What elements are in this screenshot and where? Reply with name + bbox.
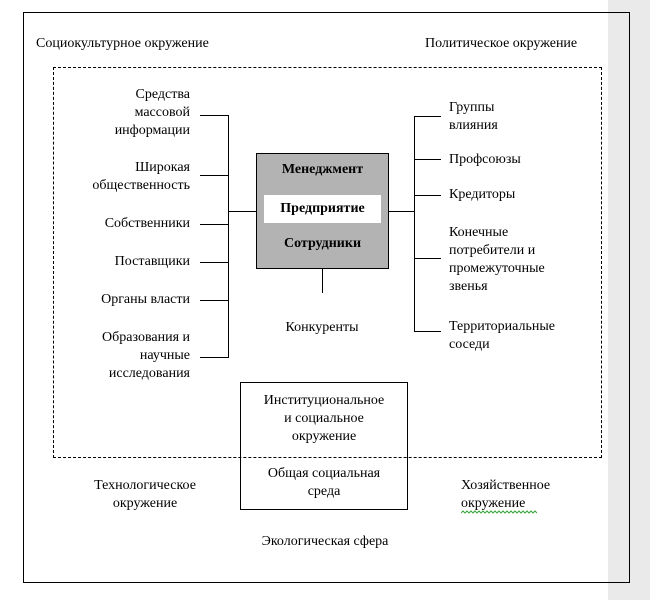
technological-label: Технологическое окружение — [94, 478, 196, 511]
left-item-owners: Собственники — [104, 216, 190, 231]
outer-frame — [23, 12, 630, 583]
employees-label: Сотрудники — [283, 236, 362, 251]
right-tick-1 — [414, 116, 441, 117]
economic-label: Хозяйственное окружение — [461, 478, 551, 511]
left-item-public: Широкая общественность — [92, 160, 190, 193]
right-tick-2 — [414, 159, 441, 160]
left-tick-4 — [200, 262, 229, 263]
left-item-media: Средства массовой информации — [114, 87, 190, 138]
left-tick-2 — [200, 175, 229, 176]
sociocultural-label: Социокультурное окружение — [36, 36, 209, 51]
social-environment-label: Общая социальная среда — [267, 466, 381, 499]
competitors-label: Конкуренты — [285, 320, 359, 335]
left-tick-3 — [200, 224, 229, 225]
competitors-connector — [322, 269, 323, 293]
spellcheck-squiggle — [461, 510, 537, 514]
left-item-authorities: Органы власти — [101, 292, 190, 307]
right-tick-3 — [414, 195, 441, 196]
institutional-label: Институциональное и социальное окружение — [263, 393, 385, 444]
left-tick-1 — [200, 115, 229, 116]
political-label: Политическое окружение — [425, 36, 578, 51]
left-connector — [228, 211, 256, 212]
right-item-neighbors: Территориальные соседи — [449, 319, 555, 352]
right-item-influence-groups: Группы влияния — [449, 100, 498, 133]
right-item-consumers: Конечные потребители и промежуточные зве… — [449, 225, 545, 294]
dashed-frame — [53, 67, 602, 458]
ecology-label: Экологическая сфера — [261, 534, 389, 549]
management-label: Менеджмент — [281, 162, 364, 177]
enterprise-box: Менеджмент Предприятие Сотрудники — [256, 153, 389, 269]
left-tick-5 — [200, 300, 229, 301]
right-bracket-vertical — [414, 116, 415, 332]
left-item-suppliers: Поставщики — [114, 254, 190, 269]
right-connector — [389, 211, 415, 212]
left-bracket-vertical — [228, 115, 229, 358]
right-tick-4 — [414, 258, 441, 259]
environment-box — [240, 382, 408, 510]
left-tick-6 — [200, 357, 229, 358]
left-item-education: Образования и научные исследования — [102, 330, 190, 381]
right-item-creditors: Кредиторы — [449, 187, 516, 202]
enterprise-label: Предприятие — [264, 195, 381, 223]
right-item-unions: Профсоюзы — [449, 152, 521, 167]
right-tick-5 — [414, 331, 441, 332]
